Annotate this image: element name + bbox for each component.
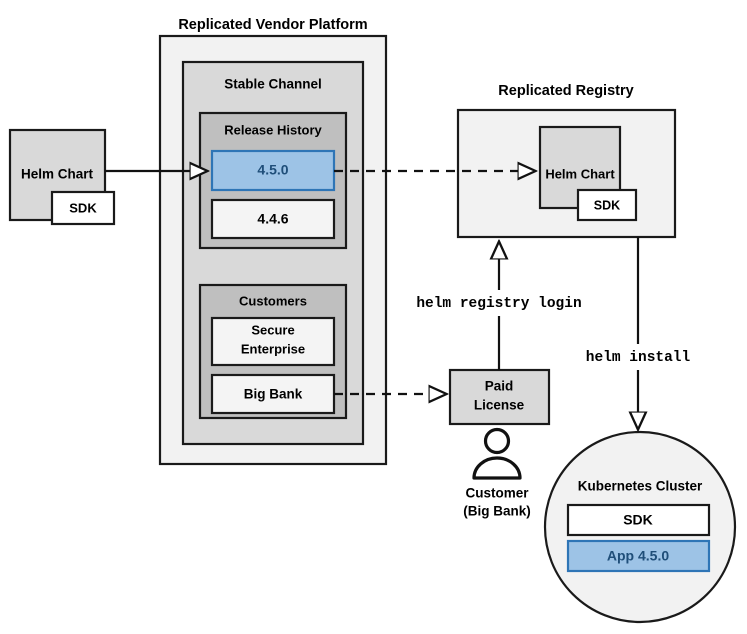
source-helm-chart-sdk-box [50,190,116,226]
cluster-item-sdk-label: SDK [623,512,653,528]
release-version-4-4-6-box[interactable] [210,198,336,240]
cluster-item-sdk-box[interactable] [566,503,711,537]
registry-title: Replicated Registry [498,83,633,99]
customer-secure-enterprise-label-line2: Enterprise [241,341,305,356]
paid-license-label-line2: License [474,398,525,413]
customer-actor-label-line1: Customer [465,486,529,501]
customer-actor-head-icon [483,427,511,455]
customers-title: Customers [239,293,307,308]
source-helm-chart-sdk-label: SDK [69,200,97,215]
customer-secure-enterprise-box[interactable] [210,316,336,367]
source-helm-chart-group: Helm Chart SDK [8,128,116,226]
command-helm-registry-login-text: helm registry login [416,296,581,312]
vendor-platform-group: Stable Channel Release History 4.5.0 4.4… [158,34,388,466]
release-history-title: Release History [224,122,322,137]
helm-registry-login-label-backdrop [398,290,600,316]
command-helm-install-text: helm install [586,350,691,366]
stable-channel-title: Stable Channel [224,77,322,92]
customer-actor-group: Customer (Big Bank) [463,427,531,519]
registry-helm-chart-sdk-label: SDK [594,198,620,212]
customer-big-bank[interactable]: Big Bank [210,373,336,415]
release-version-4-4-6[interactable]: 4.4.6 [210,198,336,240]
vendor-platform-title: Replicated Vendor Platform [178,17,367,33]
customer-actor-body-icon [472,456,522,480]
registry-group: Helm Chart SDK [456,108,677,239]
release-version-4-5-0-label: 4.5.0 [257,162,288,178]
kubernetes-cluster-group: Kubernetes Cluster SDK App 4.5.0 [543,430,737,624]
customer-secure-enterprise-label-line1: Secure [251,322,294,337]
paid-license-label-line1: Paid [485,379,514,394]
paid-license-group: Paid License [448,368,551,426]
customer-big-bank-box[interactable] [210,373,336,415]
customer-big-bank-label: Big Bank [244,387,303,402]
cluster-item-app-box[interactable] [566,539,711,573]
source-helm-chart-label: Helm Chart [21,167,94,182]
release-version-4-5-0[interactable]: 4.5.0 [210,149,336,192]
cluster-item-sdk[interactable]: SDK [566,503,711,537]
customer-actor-label-line2: (Big Bank) [463,504,531,519]
registry-helm-chart-label: Helm Chart [545,166,615,181]
release-version-4-4-6-label: 4.4.6 [257,211,288,227]
helm-install-label-backdrop [572,344,704,370]
registry-helm-chart-sdk-box [576,188,638,222]
cluster-item-app-label: App 4.5.0 [607,548,669,564]
kubernetes-cluster-title: Kubernetes Cluster [578,479,703,494]
customer-secure-enterprise[interactable]: Secure Enterprise [210,316,336,367]
cluster-item-app[interactable]: App 4.5.0 [566,539,711,573]
